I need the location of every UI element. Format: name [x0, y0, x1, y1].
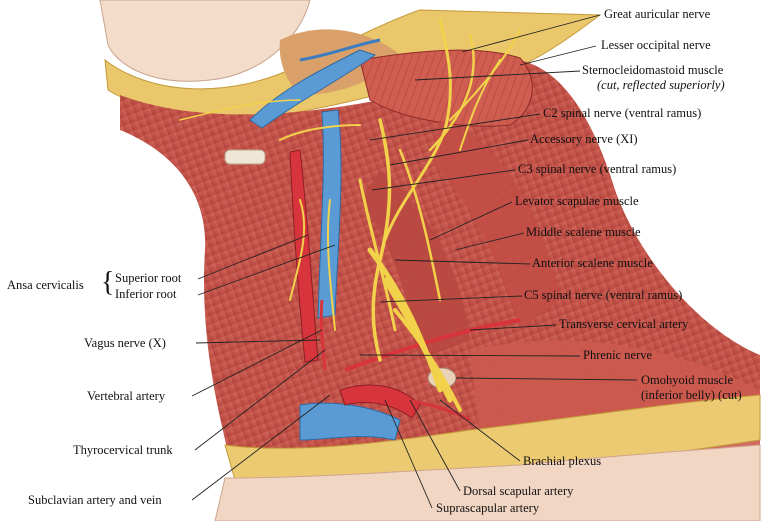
label-anterior-scalene: Anterior scalene muscle: [532, 256, 653, 270]
transverse-cervical-artery-vessel: [344, 318, 521, 372]
label-great-auricular-nerve: Great auricular nerve: [604, 7, 711, 21]
label-accessory-nerve: Accessory nerve (XI): [530, 132, 638, 146]
hyoid-bone: [224, 149, 266, 165]
label-c3-spinal-nerve: C3 spinal nerve (ventral ramus): [518, 162, 677, 176]
label-dorsal-scapular-artery: Dorsal scapular artery: [463, 484, 574, 498]
lower-skin: [214, 444, 761, 521]
label-sternocleidomastoid-muscle: Sternocleidomastoid muscle: [582, 63, 724, 77]
label-lesser-occipital-nerve: Lesser occipital nerve: [601, 38, 711, 52]
leader-lines: [191, 14, 638, 509]
sternocleidomastoid-muscle: [359, 49, 533, 127]
chin-skin: [99, 0, 311, 82]
label-thyrocervical-trunk: Thyrocervical trunk: [73, 443, 173, 457]
label-brachial-plexus: Brachial plexus: [523, 454, 602, 468]
label-sternocleidomastoid-note: (cut, reflected superiorly): [597, 78, 725, 92]
label-subclavian-artery-vein: Subclavian artery and vein: [28, 493, 162, 507]
label-inferior-root: Inferior root: [115, 287, 177, 301]
levator-scapulae-muscle: [430, 120, 560, 330]
label-middle-scalene: Middle scalene muscle: [526, 225, 641, 239]
facial-vein-branch: [299, 38, 381, 62]
label-superior-root: Superior root: [115, 271, 182, 285]
label-omohyoid-note: (inferior belly) (cut): [641, 388, 742, 402]
label-levator-scapulae: Levator scapulae muscle: [515, 194, 639, 208]
label-vertebral-artery: Vertebral artery: [87, 389, 166, 403]
label-suprascapular-artery: Suprascapular artery: [436, 501, 540, 515]
vertebral-artery-vessel: [319, 299, 327, 371]
label-phrenic-nerve: Phrenic nerve: [583, 348, 653, 362]
label-transverse-cervical-artery: Transverse cervical artery: [559, 317, 689, 331]
subclavian-vein: [299, 402, 401, 441]
label-vagus-nerve: Vagus nerve (X): [84, 336, 166, 350]
label-ansa-cervicalis: Ansa cervicalis: [7, 278, 84, 292]
facial-veins: [249, 49, 377, 129]
label-c5-spinal-nerve: C5 spinal nerve (ventral ramus): [524, 288, 683, 302]
label-c2-spinal-nerve: C2 spinal nerve (ventral ramus): [543, 106, 702, 120]
label-omohyoid-muscle: Omohyoid muscle: [641, 373, 734, 387]
nerve-network: [179, 18, 521, 412]
ansa-brace: {: [101, 267, 115, 298]
